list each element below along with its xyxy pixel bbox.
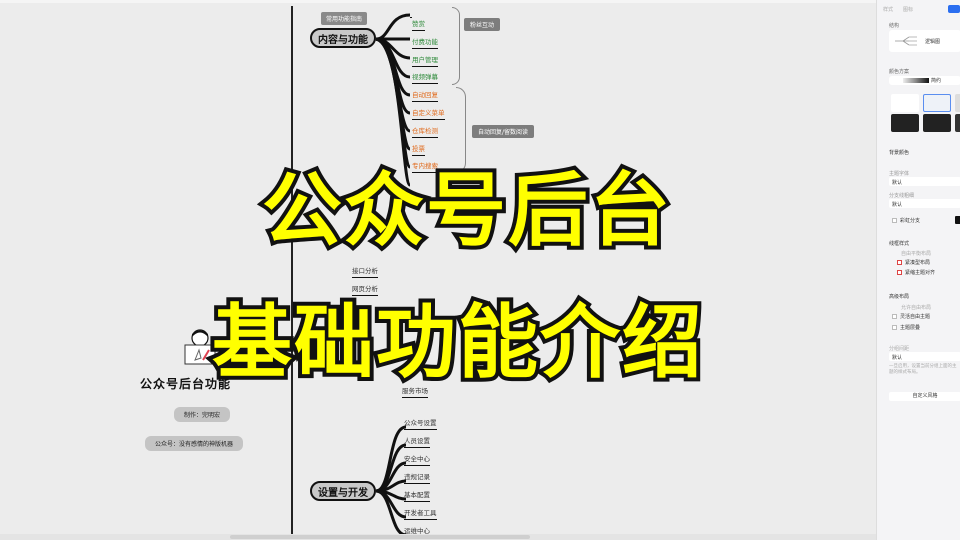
structure-label: 结构 [889,23,900,29]
topic-content-features[interactable]: 内容与功能 [310,28,376,48]
leaf-item[interactable]: 视频弹幕 [412,71,438,84]
theme-thumb-dark2[interactable] [923,114,951,132]
color-gradient-swatch [903,78,929,83]
rainbow-label: 彩虹分支 [900,218,921,224]
rainbow-color-swatch[interactable] [955,216,960,224]
spacing-select[interactable]: 默认 [889,352,960,361]
leaf-item[interactable]: 仓库检测 [412,125,438,138]
leaf-item[interactable]: 自定义菜单 [412,107,445,120]
layout-style-label: 线框样式 [889,241,910,247]
overlay-title-line1: 公众号后台 [258,160,674,261]
rainbow-checkbox[interactable] [892,218,897,223]
leaf-item[interactable]: 服务市场 [402,385,428,398]
leaf-item[interactable]: 基本配置 [404,489,430,502]
spacing-description: 一旦启用，设置当前分组上面的主题的样式布局。 [889,364,957,375]
root-topic[interactable]: 公众号后台功能 [140,377,232,391]
content-branch-lines [375,13,412,187]
color-scheme-value: 简约 [931,78,942,84]
leaf-item[interactable]: 付费功能 [412,36,438,49]
mindmap-canvas[interactable]: 公众号后台功能 制作：完明宏 公众号：没有感情的神版机器 常用功能指南 内容与功… [0,0,876,540]
align-topic-checkbox[interactable] [897,270,902,275]
leaf-item[interactable] [410,7,413,18]
root-connector-line [291,6,293,540]
layout-hint: 自由平衡布局 [901,251,932,257]
leaf-item[interactable]: 用户管理 [412,54,438,67]
tab-style[interactable]: 样式 [883,6,894,13]
leaf-item[interactable]: 自动回复 [412,89,438,102]
leaf-item[interactable]: 人员设置 [404,435,430,448]
group-label-fans[interactable]: 粉丝互动 [464,18,501,31]
flexible-topic-label: 灵活自由主题 [900,314,931,320]
advanced-hint: 允许自由布局 [901,305,932,311]
theme-thumb-gray[interactable] [955,94,960,112]
group-label-autoreply[interactable]: 自动回复/留数阅读 [472,125,535,138]
background-color-label: 背景颜色 [889,150,910,156]
horizontal-scrollbar[interactable] [0,534,876,540]
color-scheme-label: 颜色方案 [889,69,910,75]
theme-font-label: 主题字体 [889,171,910,177]
theme-thumb-dark3[interactable] [955,114,960,132]
leaf-item[interactable]: 开发者工具 [404,507,437,520]
settings-branch-lines [375,425,407,537]
tab-active[interactable] [948,5,960,13]
structure-value: 逻辑图 [925,39,941,45]
align-topic-label: 紧缩主题对齐 [905,270,936,276]
theme-thumb-dark1[interactable] [891,114,919,132]
theme-font-select[interactable]: 默认 [889,177,960,186]
topic-settings-dev[interactable]: 设置与开发 [310,481,376,501]
tab-icon[interactable]: 图标 [903,6,914,13]
theme-thumb-light[interactable] [891,94,919,112]
topic-overlap-label: 主题层叠 [900,325,921,331]
structure-selector[interactable]: 逻辑图 [889,30,960,52]
leaf-item[interactable]: 赞赏 [412,18,425,31]
leaf-item[interactable]: 安全中心 [404,453,430,466]
leaf-item[interactable]: 网页分析 [352,283,378,296]
leaf-item[interactable]: 违规记录 [404,471,430,484]
author-label[interactable]: 制作：完明宏 [174,407,231,422]
account-label[interactable]: 公众号：没有感情的神版机器 [145,436,244,451]
branch-line-select[interactable]: 默认 [889,199,960,208]
logic-diagram-icon [895,36,917,46]
compact-layout-checkbox[interactable] [897,260,902,265]
group-bracket [452,7,460,85]
branch-line-label: 分支线粗细 [889,193,915,199]
flexible-topic-checkbox[interactable] [892,314,897,319]
guide-tag[interactable]: 常用功能指南 [321,12,368,25]
advanced-layout-label: 高级布局 [889,294,910,300]
compact-layout-label: 紧凑型布局 [905,260,931,266]
overlay-title-line2: 基础功能介绍 [208,292,706,393]
style-panel: 样式 图标 结构 逻辑图 颜色方案 简约 背景颜色 主题字体 默认 分支线粗细 … [876,0,960,540]
leaf-item[interactable]: 投票 [412,143,425,156]
topic-overlap-checkbox[interactable] [892,325,897,330]
avatar-icon [184,329,216,365]
color-scheme-dropdown[interactable]: 简约 [889,76,960,85]
leaf-item[interactable]: 公众号设置 [404,417,437,430]
panel-tabs: 样式 图标 [883,4,960,14]
leaf-item[interactable]: 接口分析 [352,265,378,278]
leaf-item[interactable]: 专内搜索 [412,160,438,173]
custom-style-button[interactable]: 自定义风格 [889,392,960,401]
theme-thumb-selected[interactable] [923,94,951,112]
scrollbar-thumb[interactable] [230,535,530,539]
spacing-label: 分组间距 [889,346,910,352]
